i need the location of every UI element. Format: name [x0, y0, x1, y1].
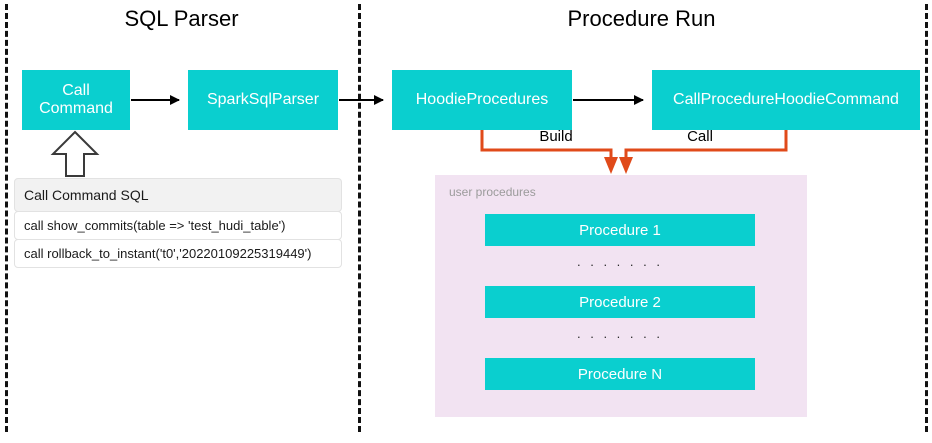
up-arrow-icon: [50, 130, 100, 177]
procedure-item[interactable]: Procedure 1: [485, 214, 755, 246]
node-hoodie-procedures[interactable]: HoodieProcedures: [392, 70, 572, 130]
divider-left: [5, 4, 8, 432]
sql-table-row: call rollback_to_instant('t0','202201092…: [14, 239, 342, 268]
arrow-hoodie-procedures-to-call-procedure-hoodie-command: [573, 95, 644, 105]
node-spark-sql-parser[interactable]: SparkSqlParser: [188, 70, 338, 130]
node-call-command-line1: Call: [62, 81, 90, 99]
user-procedures-panel: user procedures Procedure 1 . . . . . . …: [435, 175, 807, 417]
arrow-spark-sql-parser-to-hoodie-procedures: [339, 95, 384, 105]
node-call-command-label: Call Command: [39, 82, 113, 119]
node-call-command[interactable]: Call Command: [22, 70, 130, 130]
call-command-sql-table: Call Command SQL call show_commits(table…: [14, 178, 342, 268]
user-procedures-panel-label: user procedures: [449, 185, 536, 199]
section-title-procedure-run: Procedure Run: [567, 6, 716, 31]
procedure-item[interactable]: Procedure 2: [485, 286, 755, 318]
procedure-item[interactable]: Procedure N: [485, 358, 755, 390]
node-call-command-line2: Command: [39, 100, 113, 117]
connector-label-build: Build: [539, 128, 573, 145]
divider-center: [358, 4, 361, 432]
divider-right: [925, 4, 928, 432]
sql-table-header: Call Command SQL: [14, 178, 342, 212]
node-call-procedure-hoodie-command[interactable]: CallProcedureHoodieCommand: [652, 70, 920, 130]
procedure-ellipsis: . . . . . . .: [577, 326, 663, 341]
procedure-ellipsis: . . . . . . .: [577, 254, 663, 269]
section-title-sql-parser: SQL Parser: [124, 6, 239, 31]
arrow-call-command-to-spark-sql-parser: [131, 95, 180, 105]
connector-label-call: Call: [687, 128, 713, 145]
